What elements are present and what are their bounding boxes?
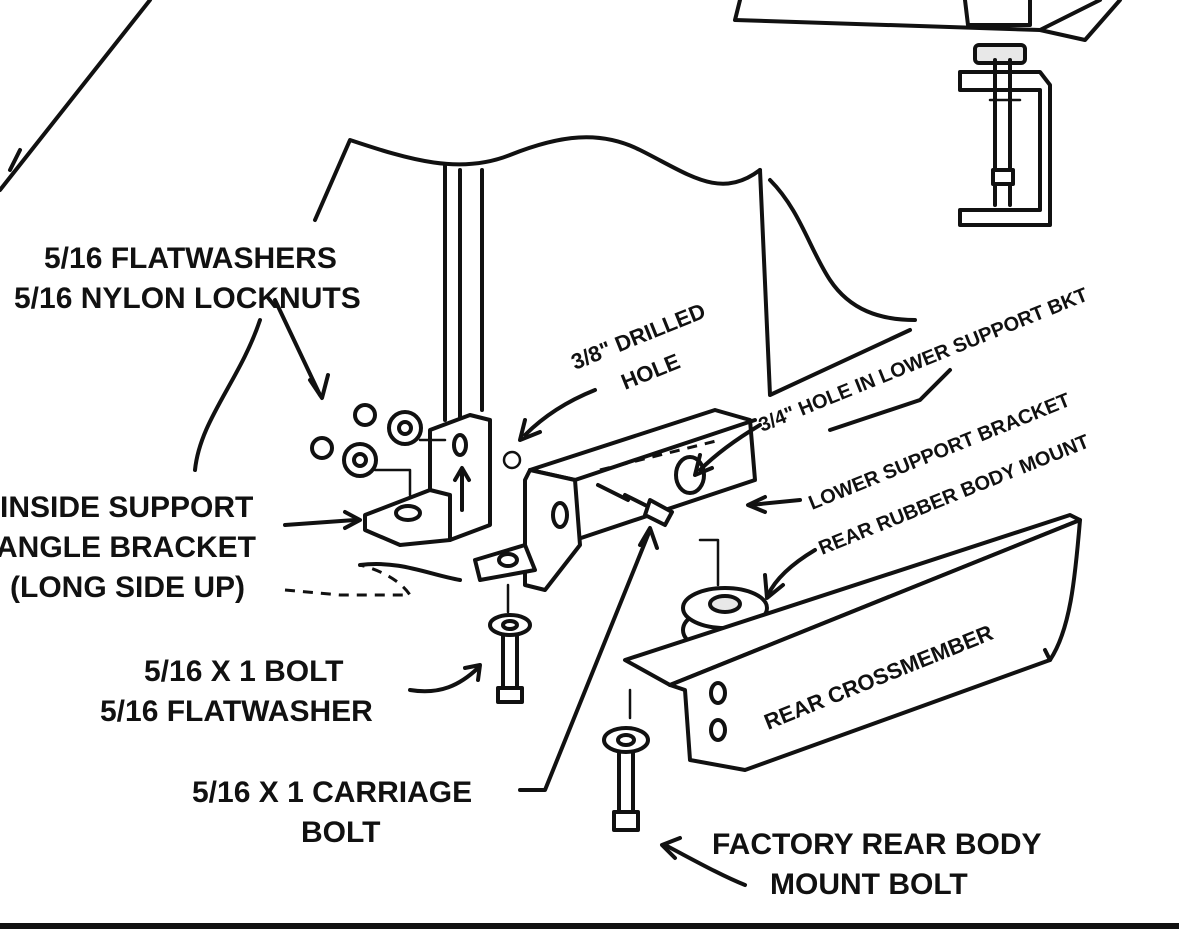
body-panel (313, 135, 917, 422)
label-flatwashers: 5/16 FLATWASHERS (44, 242, 337, 275)
label-carriage-bolt-1: 5/16 X 1 CARRIAGE (192, 776, 472, 809)
carriage-bolt (596, 483, 674, 527)
leader-lines (193, 298, 952, 887)
lower-support-bracket (473, 408, 757, 592)
label-carriage-bolt-2: BOLT (301, 816, 380, 849)
upper-bracket-assembly (733, 0, 1122, 227)
label-drilled-hole-2: HOLE (618, 349, 684, 395)
inside-support-angle-bracket (363, 413, 492, 547)
label-factory-bolt-1: FACTORY REAR BODY (712, 828, 1042, 861)
label-inside-support-2: ANGLE BRACKET (0, 531, 256, 564)
label-inside-support-3: (LONG SIDE UP) (10, 571, 245, 604)
label-locknuts: 5/16 NYLON LOCKNUTS (14, 282, 361, 315)
flatwashers-and-locknuts (310, 403, 447, 497)
body-edge-tick (8, 148, 22, 172)
label-factory-bolt-2: MOUNT BOLT (770, 868, 968, 901)
label-bolt-1: 5/16 X 1 BOLT (144, 655, 344, 688)
factory-mount-bolt (602, 688, 650, 832)
bottom-bolt (488, 583, 532, 704)
rear-crossmember (623, 513, 1082, 772)
label-inside-support-1: INSIDE SUPPORT (0, 491, 253, 524)
body-edge-line (0, 0, 152, 192)
label-bolt-2: 5/16 FLATWASHER (100, 695, 373, 728)
